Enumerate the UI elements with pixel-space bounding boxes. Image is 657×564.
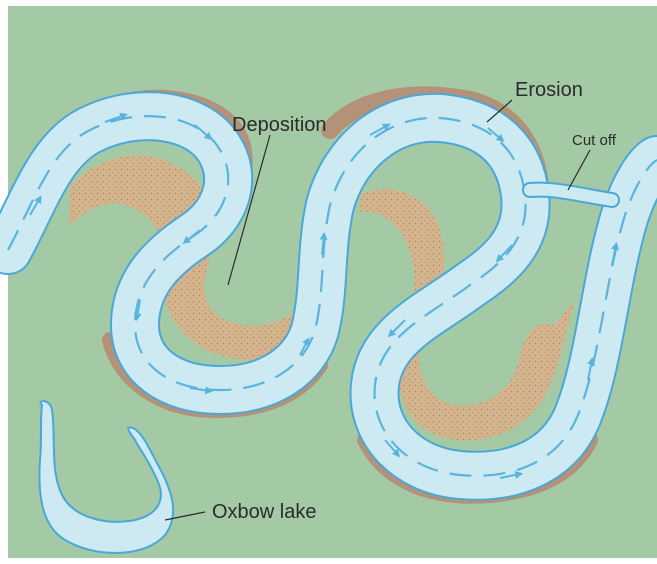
oxbow-lake-label: Oxbow lake <box>212 501 317 523</box>
deposition-label: Deposition <box>232 114 327 136</box>
erosion-label: Erosion <box>515 79 583 101</box>
cut-off-label: Cut off <box>572 132 617 149</box>
